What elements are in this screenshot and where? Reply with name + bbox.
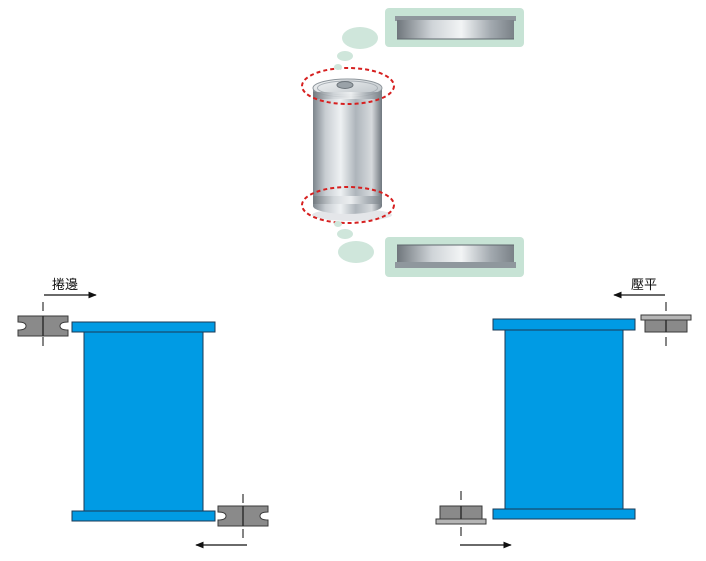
curl-roller-bottom — [217, 494, 269, 538]
bottom-rim-detail-panel — [385, 237, 524, 277]
bottom-callout-bubbles — [334, 221, 374, 263]
curl-body — [71, 321, 216, 522]
curl-roller-top — [17, 302, 69, 346]
top-rim-highlight-circle — [301, 67, 395, 105]
top-callout-bubbles — [334, 27, 378, 70]
can-photo — [312, 78, 392, 221]
flatten-body — [492, 318, 636, 520]
flatten-label: 壓平 — [631, 278, 657, 293]
flatten-roller-bottom — [435, 491, 487, 536]
flatten-roller-top — [640, 302, 692, 346]
curl-edge-label: 捲邊 — [52, 278, 78, 293]
top-rim-detail-panel — [385, 8, 524, 47]
bottom-rim-highlight-circle — [301, 186, 395, 224]
